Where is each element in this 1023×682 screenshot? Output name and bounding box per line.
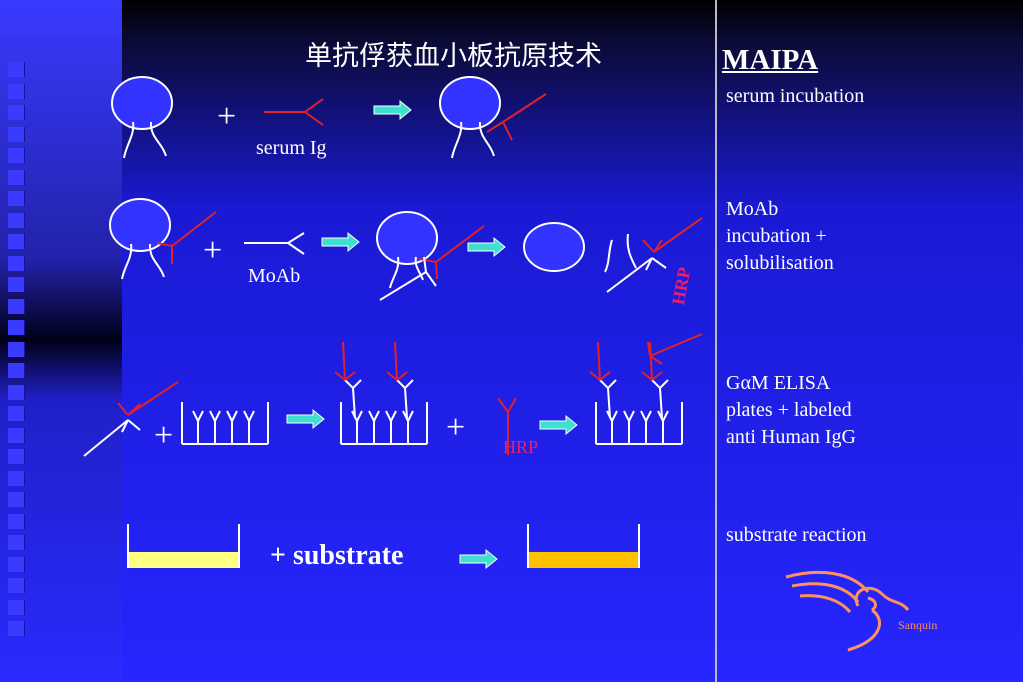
plus-sign-row3a: + [154,417,174,454]
arrow-row4 [459,548,498,570]
decor-square [8,427,25,443]
hrp-label: HRP [503,437,539,457]
arrow-row2a [321,231,360,253]
step-elisa: GαM ELISA plates + labeled anti Human Ig… [726,370,856,451]
arrow-row3b [539,414,578,436]
sanquin-logo-graphic [785,570,910,652]
well-before-substrate [127,524,240,568]
substrate-label: + substrate [270,540,404,571]
complex-antigen-ig-moab [604,217,703,293]
elisa-well-labeled [589,333,703,445]
decor-square [8,191,25,206]
decor-square [8,234,25,249]
platelet-cell [111,76,173,159]
maipa-heading: MAIPA [722,44,819,76]
decor-square [8,126,25,142]
step-serum-incubation: serum incubation [726,83,864,110]
decor-square [8,105,25,120]
step3-line3: anti Human IgG [726,426,856,448]
cell-with-bound-ig [439,76,547,159]
decor-square [8,62,25,77]
cell-with-ig-row2 [109,198,217,280]
step2-line3: solubilisation [726,252,834,274]
decor-square [8,470,25,486]
elisa-well-captured [334,341,428,445]
decor-square [8,341,25,357]
step-moab-incubation: MoAb incubation + solubilisation [726,196,834,277]
well-after-substrate [527,524,640,568]
vertical-divider [715,0,717,682]
serum-ig-antibody [264,98,324,126]
decor-square [8,492,25,507]
decor-square [8,599,25,615]
moab-label: MoAb [248,265,301,287]
decor-square [8,363,25,378]
decor-square [8,406,25,421]
step3-line2: plates + labeled [726,399,852,421]
decor-square [8,513,25,529]
decor-square [8,578,25,593]
decor-square [8,384,25,400]
decor-square [8,212,25,228]
complex-row3 [83,381,179,457]
square-strip [8,62,28,662]
step4-text: substrate reaction [726,524,867,546]
decor-square [8,298,25,314]
step1-text: serum incubation [726,85,865,107]
decor-square [8,277,25,292]
step3-line1: GαM ELISA [726,372,831,394]
serum-ig-label: serum Ig [256,137,327,159]
moab-antibody [244,232,305,255]
decor-square [8,320,25,335]
hrp-anti-human-igg [497,397,517,455]
arrow-row1 [373,99,412,121]
decor-square [8,83,25,99]
decor-square [8,148,25,163]
plus-sign-row1: + [217,98,237,135]
decor-square [8,255,25,271]
decor-square [8,449,25,464]
plus-sign-row2: + [203,232,223,269]
slide-title: 单抗俘获血小板抗原技术 [305,41,602,72]
decor-square [8,535,25,550]
solubilised-cell [523,222,585,272]
cell-with-ig-and-moab [376,211,485,301]
step2-line1: MoAb [726,198,779,220]
elisa-well-coated [181,402,269,445]
decor-square [8,556,25,572]
arrow-row3a [286,408,325,430]
decor-square [8,169,25,185]
logo-text: Sanquin [898,618,938,632]
arrow-row2b [467,236,506,258]
decor-square [8,621,25,636]
step2-line2: incubation + [726,225,827,247]
step-substrate-reaction: substrate reaction [726,522,867,549]
plus-sign-row3b: + [446,409,466,446]
